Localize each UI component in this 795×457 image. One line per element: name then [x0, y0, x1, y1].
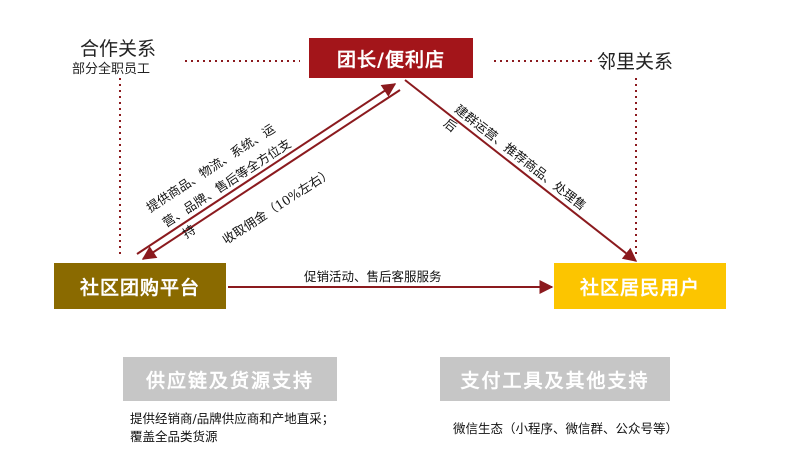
- arrow-platform-to-leader: [136, 83, 397, 255]
- leader-node: 团长/便利店: [309, 38, 473, 78]
- resident-node: 社区居民用户: [554, 263, 726, 309]
- cooperation-label: 合作关系: [80, 38, 157, 60]
- arrow-leader-to-resident: [404, 79, 638, 262]
- cooperation-sublabel: 部分全职员工: [72, 62, 151, 77]
- payment-support-box: 支付工具及其他支持: [440, 357, 670, 401]
- arrow-leader-to-platform: [141, 89, 401, 260]
- payment-desc: 微信生态（小程序、微信群、公众号等）: [453, 421, 679, 436]
- edge-label-promotion: 促销活动、售后客服服务: [304, 269, 442, 284]
- supply-desc-line-2: 覆盖全品类货源: [130, 429, 218, 444]
- supply-chain-support-box: 供应链及货源支持: [123, 357, 337, 401]
- neighbor-label: 邻里关系: [597, 51, 674, 73]
- supply-desc-line-1: 提供经销商/品牌供应商和产地直采；: [130, 411, 335, 426]
- platform-node: 社区团购平台: [54, 263, 226, 309]
